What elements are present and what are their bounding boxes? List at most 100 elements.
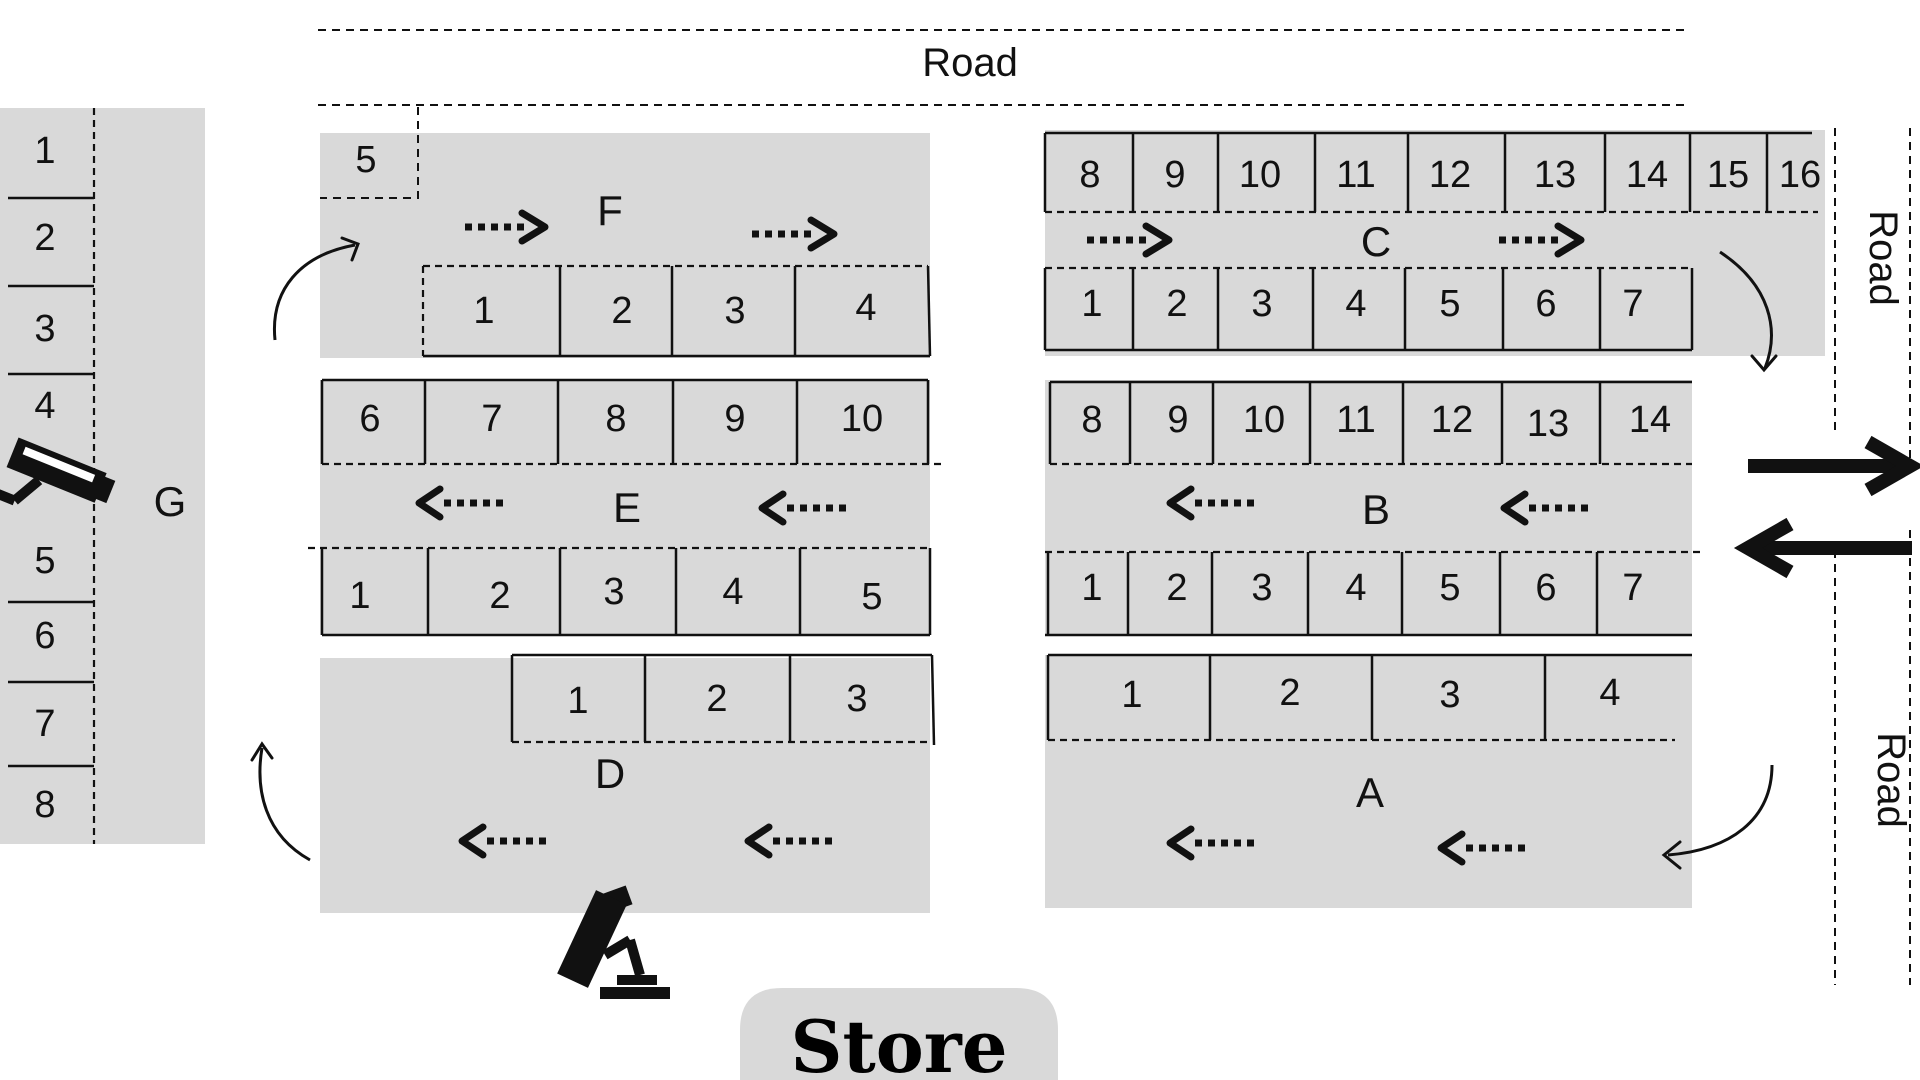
flow-arrow-left-icon [1166, 825, 1254, 861]
stall-c-5: 5 [1439, 283, 1460, 325]
right-road-lower-label: Road [1869, 732, 1913, 828]
stall-a-4: 4 [1599, 672, 1620, 714]
stall-c-3: 3 [1251, 283, 1272, 325]
stall-c-2: 2 [1166, 283, 1187, 325]
stall-b-13: 13 [1527, 403, 1569, 445]
stall-b-1: 1 [1081, 567, 1102, 609]
stall-c-4: 4 [1345, 283, 1366, 325]
zone-b: 8 9 10 11 12 13 14 B 1 [1045, 380, 1705, 637]
flow-arrow-left-icon [1437, 830, 1525, 866]
flow-arrow-right-icon [1499, 222, 1585, 258]
store: Store [740, 988, 1058, 1080]
stall-e-3: 3 [603, 571, 624, 613]
stall-b-6: 6 [1535, 567, 1556, 609]
stall-b-12: 12 [1431, 399, 1473, 441]
top-road: Road [318, 29, 1690, 199]
flow-arrow-left-icon [458, 823, 546, 859]
stall-c-9: 9 [1164, 154, 1185, 196]
stall-e-1: 1 [349, 575, 370, 617]
zone-e-label: E [613, 484, 641, 531]
stall-g-8: 8 [34, 784, 55, 826]
flow-arrow-right-icon [1087, 222, 1173, 258]
stall-c-10: 10 [1239, 154, 1281, 196]
flow-arrow-left-icon [415, 485, 503, 521]
stall-b-8: 8 [1081, 399, 1102, 441]
stall-e-5: 5 [861, 576, 882, 618]
flow-arrow-left-icon [1166, 485, 1254, 521]
stall-b-7: 7 [1622, 567, 1643, 609]
stall-f-5: 5 [355, 139, 376, 181]
stall-c-11: 11 [1336, 154, 1375, 196]
stall-c-1: 1 [1081, 283, 1102, 325]
stall-g-4: 4 [34, 385, 55, 427]
stall-d-2: 2 [706, 678, 727, 720]
right-road-upper-label: Road [1861, 210, 1905, 306]
stall-g-3: 3 [34, 308, 55, 350]
zone-e: 6 7 8 9 10 E 1 2 3 4 [308, 378, 945, 637]
stall-a-2: 2 [1279, 672, 1300, 714]
stall-e-4: 4 [722, 571, 743, 613]
stall-g-5: 5 [34, 540, 55, 582]
curved-arrow-icon [1661, 764, 1774, 870]
zone-a: 1 2 3 4 A [1045, 653, 1692, 908]
stall-g-2: 2 [34, 217, 55, 259]
stall-e-7: 7 [481, 398, 502, 440]
stall-b-10: 10 [1243, 399, 1285, 441]
stall-a-1: 1 [1121, 674, 1142, 716]
two-way-arrow-icon [1733, 435, 1920, 579]
stall-c-6: 6 [1535, 283, 1556, 325]
stall-e-10: 10 [841, 398, 883, 440]
stall-c-7: 7 [1622, 283, 1643, 325]
stall-f-2: 2 [611, 290, 632, 332]
zone-g-label: G [154, 478, 187, 525]
stall-e-9: 9 [724, 398, 745, 440]
stall-f-1: 1 [473, 290, 494, 332]
stall-b-4: 4 [1345, 567, 1366, 609]
security-camera-icon [0, 437, 116, 506]
zone-b-label: B [1362, 486, 1390, 533]
stall-e-2: 2 [489, 575, 510, 617]
flow-arrow-left-icon [1500, 490, 1588, 526]
flow-arrow-left-icon [758, 490, 846, 526]
curved-arrow-icon [1719, 250, 1778, 373]
stall-g-6: 6 [34, 615, 55, 657]
flow-arrow-right-icon [752, 216, 838, 252]
right-road: Road Road [1834, 128, 1913, 985]
top-road-label: Road [922, 41, 1018, 85]
zone-d: 1 2 3 D [320, 653, 936, 913]
zone-f-label: F [597, 187, 623, 234]
zone-d-label: D [595, 750, 625, 797]
stall-a-3: 3 [1439, 674, 1460, 716]
stall-g-7: 7 [34, 703, 55, 745]
stall-b-11: 11 [1336, 399, 1375, 441]
curved-arrow-icon [272, 236, 360, 341]
stall-e-6: 6 [359, 398, 380, 440]
store-label: Store [790, 1004, 1007, 1080]
stall-f-4: 4 [855, 287, 876, 329]
stall-c-14: 14 [1626, 154, 1668, 196]
stall-d-3: 3 [846, 678, 867, 720]
stall-c-16: 16 [1779, 154, 1821, 196]
stall-b-9: 9 [1167, 399, 1188, 441]
stall-b-3: 3 [1251, 567, 1272, 609]
curved-arrow-icon [250, 741, 311, 862]
stall-b-5: 5 [1439, 567, 1460, 609]
zone-c-label: C [1361, 218, 1391, 265]
zone-c: 8 9 10 11 12 13 14 15 16 C [1043, 130, 1825, 356]
security-camera-icon [557, 885, 670, 999]
stall-e-8: 8 [605, 398, 626, 440]
stall-c-12: 12 [1429, 154, 1471, 196]
stall-f-3: 3 [724, 290, 745, 332]
stall-d-1: 1 [567, 680, 588, 722]
zone-f: 5 F 1 2 3 4 [320, 107, 932, 358]
stall-b-14: 14 [1629, 399, 1671, 441]
stall-c-8: 8 [1079, 154, 1100, 196]
stall-c-13: 13 [1534, 154, 1576, 196]
flow-arrow-left-icon [744, 823, 832, 859]
flow-arrow-right-icon [465, 209, 549, 245]
stall-g-1: 1 [34, 130, 55, 172]
zone-a-label: A [1356, 769, 1384, 816]
stall-c-15: 15 [1707, 154, 1749, 196]
stall-b-2: 2 [1166, 567, 1187, 609]
